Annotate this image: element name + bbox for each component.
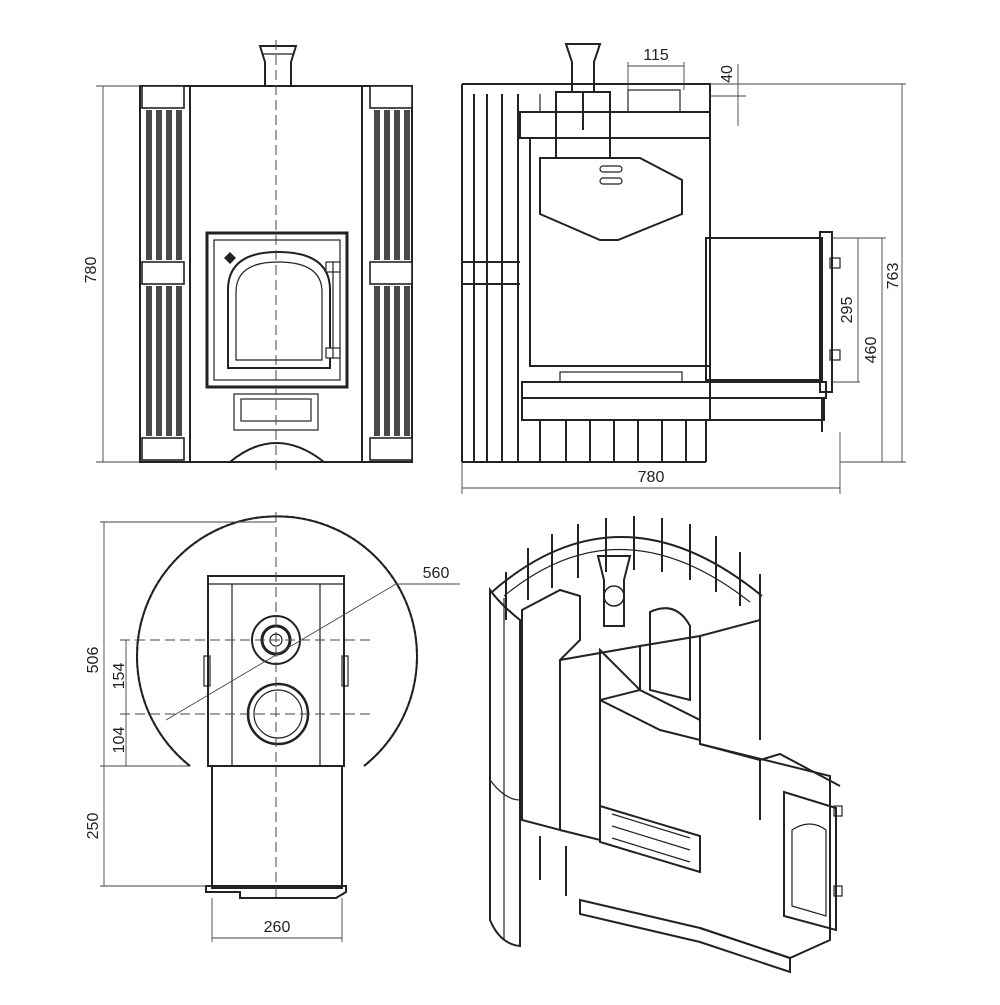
side-top-offset-label: 40	[719, 65, 736, 83]
isometric-door-icon	[783, 790, 843, 932]
plan-offset-upper-label: 154	[111, 663, 128, 690]
front-door-icon	[205, 231, 349, 389]
side-chimney-width-label: 115	[643, 47, 669, 64]
side-door-inner-label: 295	[839, 297, 856, 324]
side-width-label: 780	[638, 469, 665, 486]
plan-offset-lower-label: 104	[111, 727, 128, 754]
front-view: 780	[83, 40, 413, 470]
plan-depth-label: 506	[85, 647, 102, 674]
side-view: 115 40 763 460 295 780	[461, 43, 906, 494]
side-total-height-label: 763	[885, 263, 902, 290]
side-door-height-label: 460	[863, 337, 880, 364]
plan-diameter-label: 560	[423, 565, 450, 582]
plan-tunnel-length-label: 250	[85, 813, 102, 840]
isometric-cutaway-view	[489, 516, 843, 974]
plan-tunnel-width-label: 260	[264, 919, 291, 936]
plan-view: 560 506 154 104 250 260	[85, 512, 460, 942]
front-height-label: 780	[83, 257, 100, 284]
